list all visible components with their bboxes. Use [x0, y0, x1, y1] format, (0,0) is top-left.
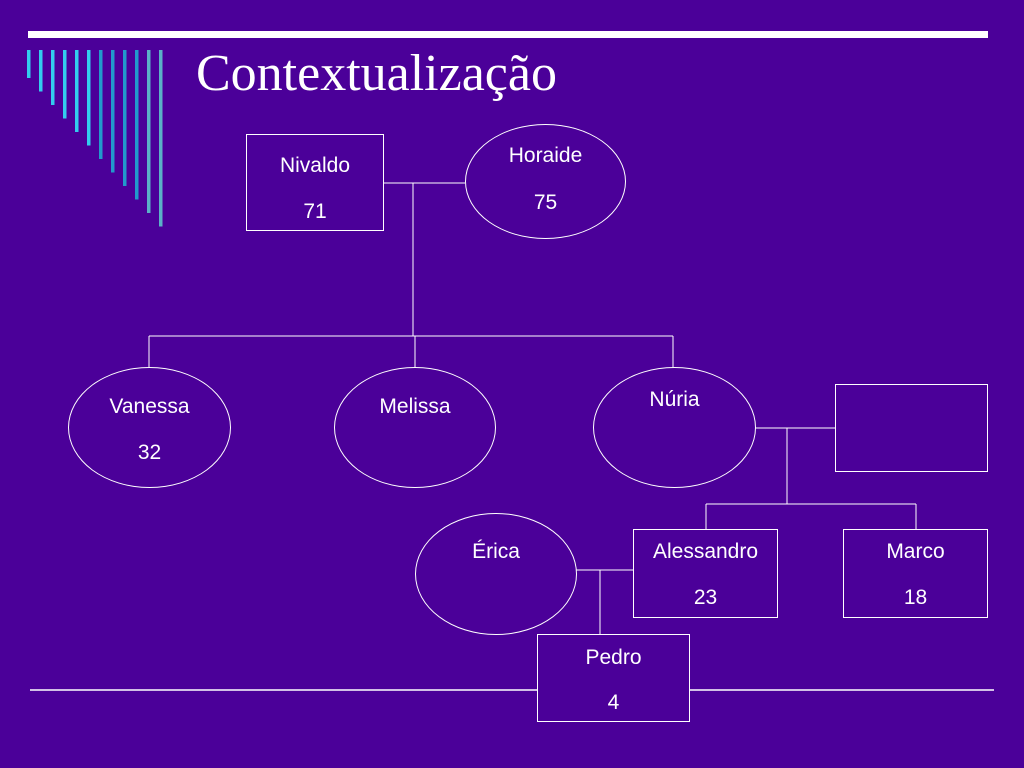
person-name-melissa: Melissa — [379, 395, 451, 418]
accent-stripe-bar — [27, 50, 31, 78]
accent-stripe-bar — [147, 50, 151, 213]
person-box-nivaldo: Nivaldo 71 — [246, 134, 384, 231]
person-ellipse-horaide: Horaide 75 — [465, 124, 626, 239]
tree-connectors — [148, 182, 917, 634]
person-name-horaide: Horaide — [508, 144, 583, 167]
accent-stripe-bar — [51, 50, 55, 105]
person-age-alessandro: 23 — [693, 586, 718, 609]
person-age-nivaldo: 71 — [303, 200, 327, 223]
accent-stripe-bars — [27, 50, 163, 227]
person-name-nuria: Núria — [649, 388, 700, 411]
person-box-marco: Marco 18 — [843, 529, 988, 618]
person-box-alessandro: Alessandro 23 — [633, 529, 778, 618]
person-name-erica: Érica — [472, 540, 520, 563]
accent-stripe-bar — [111, 50, 115, 173]
person-ellipse-melissa: Melissa — [334, 367, 496, 488]
person-name-pedro: Pedro — [585, 646, 642, 669]
person-name-marco: Marco — [886, 540, 945, 563]
person-ellipse-nuria: Núria — [593, 367, 756, 488]
person-box-pedro: Pedro 4 — [537, 634, 690, 722]
person-age-vanessa: 32 — [137, 441, 162, 464]
person-ellipse-erica: Érica — [415, 513, 577, 635]
accent-stripe-bar — [63, 50, 67, 119]
accent-stripe-bar — [87, 50, 91, 146]
person-name-nivaldo: Nivaldo — [279, 154, 351, 177]
slide-title: Contextualização — [196, 45, 557, 102]
top-rule — [28, 31, 988, 38]
person-box-nuria-spouse — [835, 384, 988, 472]
person-age-marco: 18 — [903, 586, 928, 609]
accent-stripe-bar — [39, 50, 43, 92]
accent-stripe-bar — [159, 50, 163, 227]
person-age-pedro: 4 — [607, 691, 620, 714]
accent-stripe-bar — [135, 50, 139, 200]
person-age-horaide: 75 — [533, 191, 558, 214]
person-ellipse-vanessa: Vanessa 32 — [68, 367, 231, 488]
accent-stripe-bar — [99, 50, 103, 159]
accent-stripe-bar — [75, 50, 79, 132]
person-name-vanessa: Vanessa — [109, 395, 190, 418]
person-name-alessandro: Alessandro — [652, 540, 759, 563]
accent-stripe-bar — [123, 50, 127, 186]
